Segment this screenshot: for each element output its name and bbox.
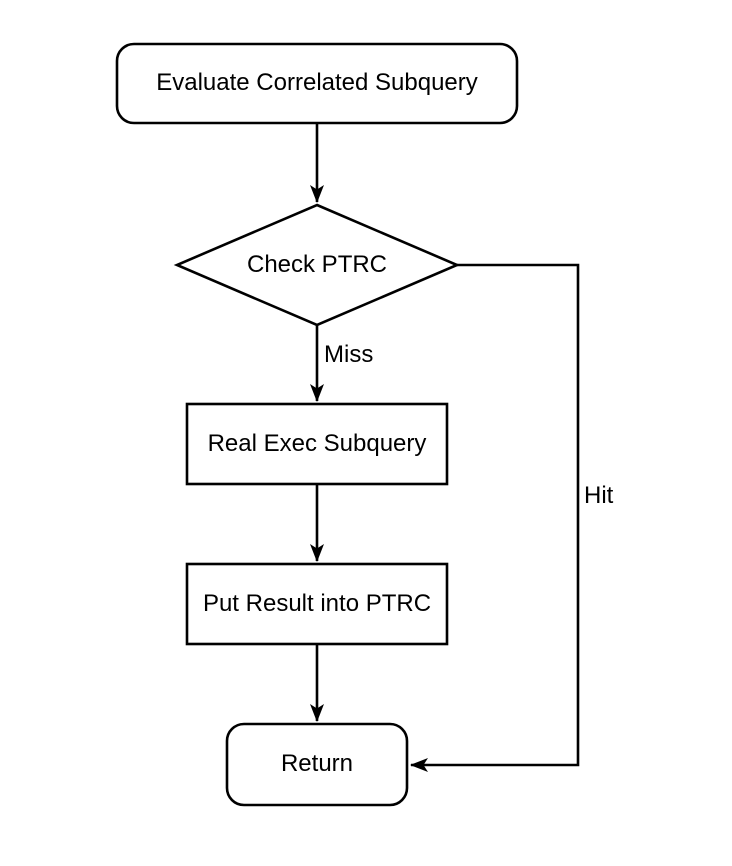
edge-label-hit: Hit	[584, 482, 614, 509]
node-shape-put-result	[185, 562, 449, 646]
node-label-check-ptrc: Check PTRC	[246, 250, 388, 278]
node-label-evaluate: Evaluate Correlated Subquery	[156, 69, 478, 97]
node-label-return: Return	[280, 750, 354, 778]
node-shape-real-exec	[185, 402, 449, 486]
node-shape-check-ptrc	[173, 203, 461, 327]
node-shape-return	[225, 722, 409, 807]
node-shape-evaluate	[115, 42, 519, 125]
edge-check-to-return-hit	[410, 263, 580, 772]
node-label-put-result: Put Result into PTRC	[202, 589, 432, 617]
edge-label-miss: Miss	[324, 341, 374, 368]
node-label-real-exec: Real Exec Subquery	[207, 429, 427, 457]
